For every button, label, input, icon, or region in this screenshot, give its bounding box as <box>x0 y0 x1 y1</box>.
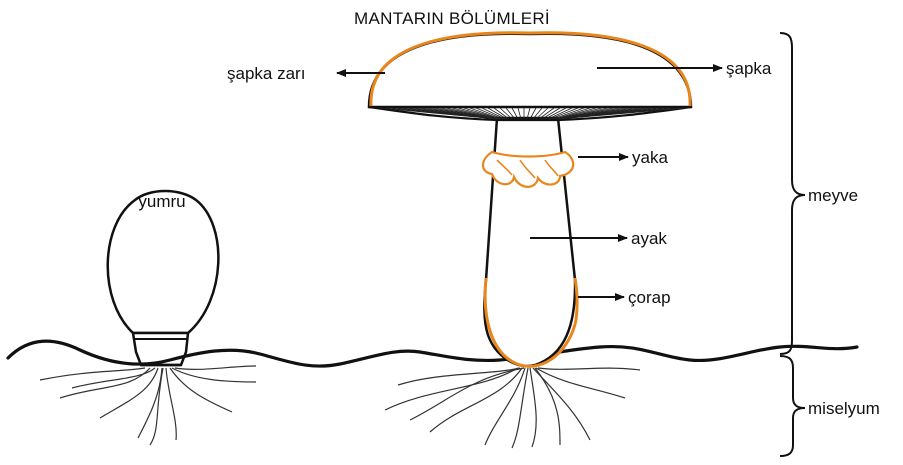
label-yumru: yumru <box>138 192 185 211</box>
mycelium-roots <box>385 368 640 448</box>
label-sapka-zari: şapka zarı <box>227 64 305 83</box>
label-ayak: ayak <box>631 229 667 248</box>
label-yaka: yaka <box>632 148 668 167</box>
diagram-title: MANTARIN BÖLÜMLERİ <box>354 9 550 28</box>
tuber-drawing <box>108 191 219 365</box>
label-sapka: şapka <box>726 59 772 78</box>
label-corap: çorap <box>628 288 671 307</box>
label-meyve: meyve <box>808 186 858 205</box>
tuber-roots <box>40 366 256 445</box>
label-miselyum: miselyum <box>808 399 880 418</box>
brace-miselyum <box>780 356 805 456</box>
brace-meyve <box>780 33 805 354</box>
